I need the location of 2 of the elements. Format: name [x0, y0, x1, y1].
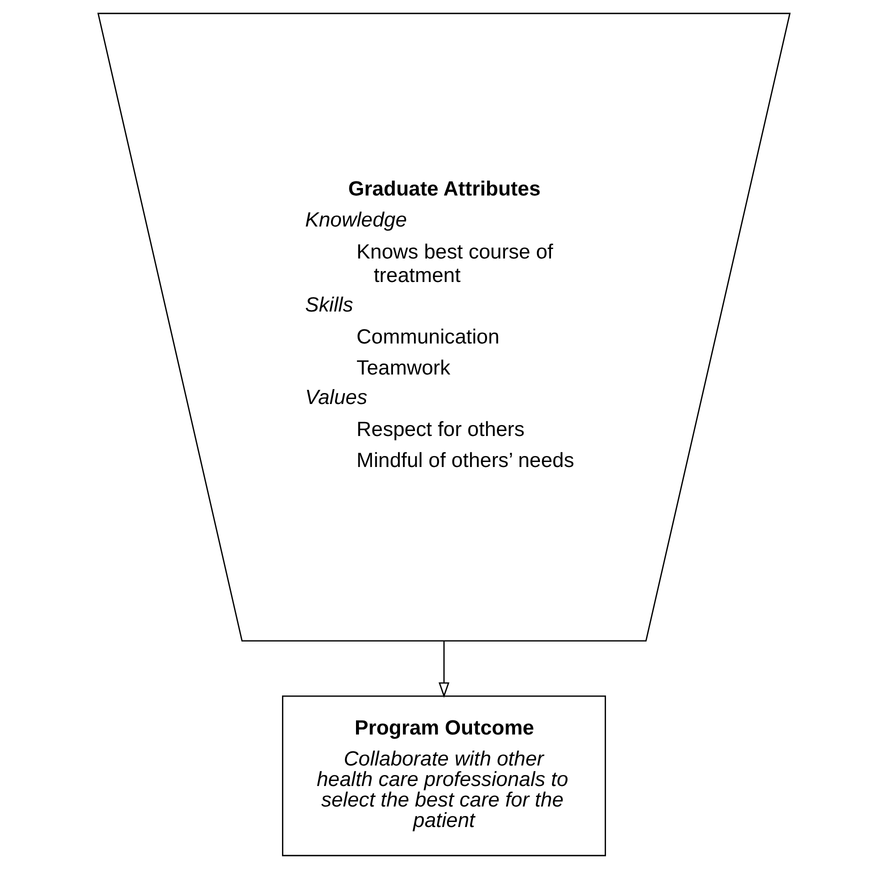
- node-box: Program Outcome Collaborate with other health care professionals to select the best care for the patient: [282, 696, 606, 856]
- arrow: [438, 641, 450, 698]
